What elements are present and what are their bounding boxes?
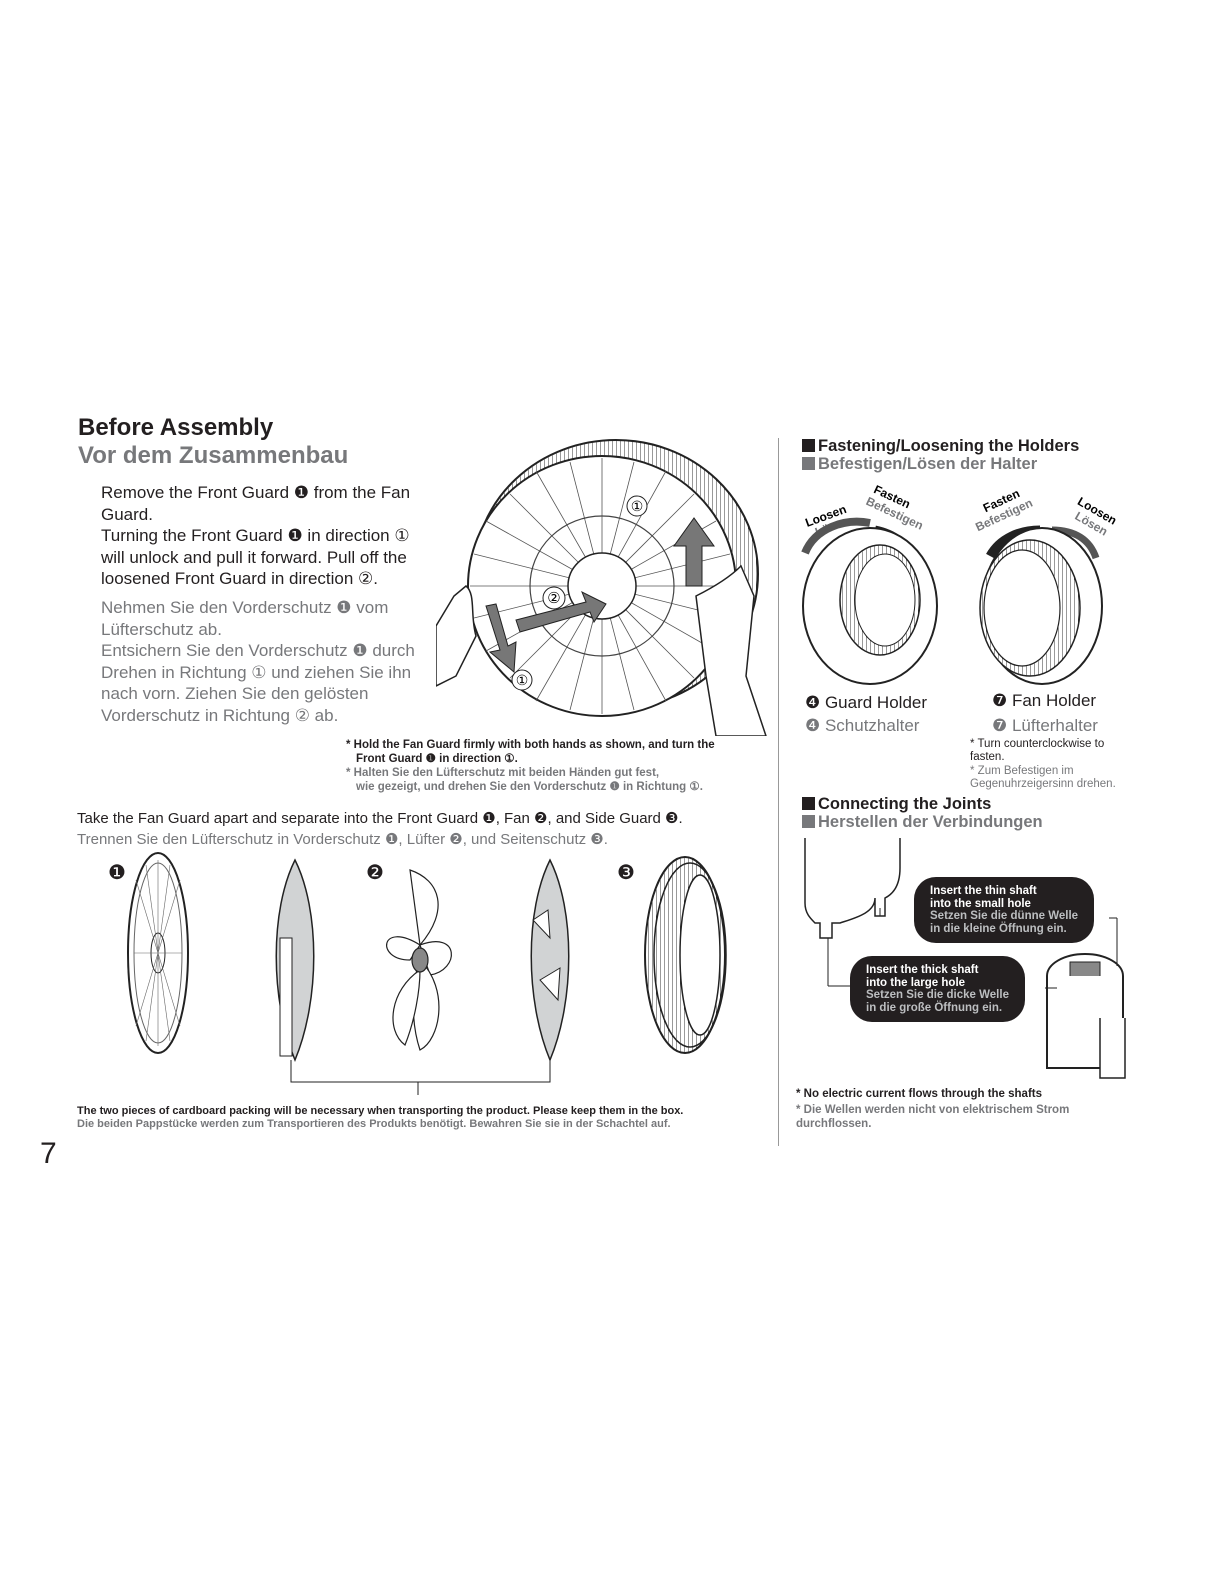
bullet-square-icon xyxy=(802,457,815,470)
holders-title-de: Befestigen/Lösen der Halter xyxy=(802,455,1037,474)
cardboard-note-en: The two pieces of cardboard packing will… xyxy=(77,1105,684,1117)
joints-note-en: * No electric current flows through the … xyxy=(796,1088,1043,1100)
fan-guard-illustration: ① ② ① xyxy=(436,439,767,736)
side-guard-drawing xyxy=(644,856,727,1054)
hold-note-en-2: Front Guard ❶ in direction ①. xyxy=(356,753,518,765)
direction-2-mark: ② xyxy=(547,590,560,607)
bullet-square-icon xyxy=(802,797,815,810)
bullet-square-icon xyxy=(802,439,815,452)
hold-note-de-1: * Halten Sie den Lüfterschutz mit beiden… xyxy=(346,767,660,779)
holder-note-en: * Turn counterclockwise to fasten. xyxy=(970,738,1105,763)
instruction-de-2: Entsichern Sie den Vorderschutz ❶ durch … xyxy=(101,641,415,725)
thin-shaft-en-2: into the small hole xyxy=(930,897,1031,910)
holders-illustration: Loosen Lösen Fasten Befestigen Fasten Be… xyxy=(801,482,1119,685)
instructions-de: Nehmen Sie den Vorderschutz ❶ vom Lüfter… xyxy=(101,597,436,726)
cardboard-note-de: Die beiden Pappstücke werden zum Transpo… xyxy=(77,1118,671,1130)
guard-holder-label-de: ❹ Schutzhalter xyxy=(805,716,920,735)
part-number-1: ❶ xyxy=(108,862,126,884)
section-title-de: Vor dem Zusammenbau xyxy=(78,442,349,469)
front-guard-drawing xyxy=(127,852,189,1054)
joints-title-de: Herstellen der Verbindungen xyxy=(802,813,1043,832)
section-title-en: Before Assembly xyxy=(78,414,274,441)
fan-blade-drawing xyxy=(386,869,452,1051)
page-number: 7 xyxy=(40,1137,57,1170)
fan-holder-label-de: ❼ Lüfterhalter xyxy=(992,716,1098,735)
joints-title-en: Connecting the Joints xyxy=(802,795,991,814)
thin-shaft-de-1: Setzen Sie die dünne Welle xyxy=(930,910,1079,922)
thick-shaft-de-2: in die große Öffnung ein. xyxy=(866,1001,1003,1014)
direction-1-mark: ① xyxy=(631,498,644,514)
instructions-en: Remove the Front Guard ❶ from the Fan Gu… xyxy=(101,482,436,590)
thick-shaft-en-1: Insert the thick shaft xyxy=(866,964,979,976)
direction-1-mark-lower: ① xyxy=(516,672,529,688)
holders-title-en: Fastening/Loosening the Holders xyxy=(802,437,1079,456)
instruction-de-1: Nehmen Sie den Vorderschutz ❶ vom Lüfter… xyxy=(101,598,389,639)
part-number-2: ❷ xyxy=(366,862,384,884)
bullet-square-icon xyxy=(802,815,815,828)
cardboard-piece-2 xyxy=(530,858,570,1062)
holder-note-de: * Zum Befestigen im Gegenuhrzeigersinn d… xyxy=(970,765,1116,790)
thick-shaft-en-2: into the large hole xyxy=(866,976,966,989)
joints-note-de: * Die Wellen werden nicht von elektrisch… xyxy=(796,1104,1070,1130)
joints-illustration xyxy=(804,838,1126,1079)
apart-text-en: Take the Fan Guard apart and separate in… xyxy=(77,810,683,827)
parts-illustration xyxy=(127,852,727,1095)
thick-shaft-callout: Insert the thick shaft into the large ho… xyxy=(850,956,1025,1022)
hold-note-de-2: wie gezeigt, und drehen Sie den Vordersc… xyxy=(356,781,703,793)
part-number-3: ❸ xyxy=(617,862,635,884)
thin-shaft-de-2: in die kleine Öffnung ein. xyxy=(930,922,1067,935)
thin-shaft-en-1: Insert the thin shaft xyxy=(930,885,1037,897)
instruction-en-1: Remove the Front Guard ❶ from the Fan Gu… xyxy=(101,483,411,524)
apart-text-de: Trennen Sie den Lüfterschutz in Vordersc… xyxy=(77,831,608,848)
thick-shaft-de-1: Setzen Sie die dicke Welle xyxy=(866,989,1009,1001)
column-divider xyxy=(778,438,779,1146)
instruction-en-2: Turning the Front Guard ❶ in direction ①… xyxy=(101,526,410,588)
guard-holder-label-en: ❹ Guard Holder xyxy=(805,693,928,712)
thin-shaft-callout: Insert the thin shaft into the small hol… xyxy=(914,877,1095,943)
fan-holder-label-en: ❼ Fan Holder xyxy=(992,691,1097,710)
hold-note-en-1: * Hold the Fan Guard firmly with both ha… xyxy=(346,739,715,751)
hold-note: * Hold the Fan Guard firmly with both ha… xyxy=(346,738,756,794)
